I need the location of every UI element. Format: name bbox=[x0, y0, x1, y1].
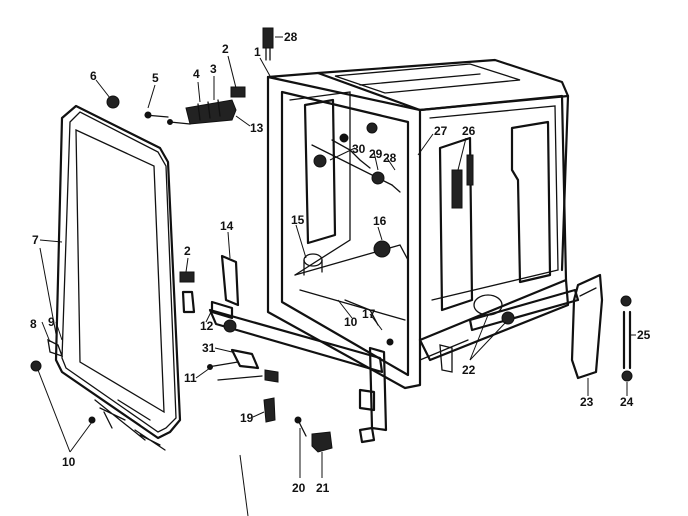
callout-10-mid: 10 bbox=[344, 315, 358, 329]
callout-11: 11 bbox=[184, 371, 197, 385]
callout-9: 9 bbox=[48, 315, 55, 329]
callout-4: 4 bbox=[193, 67, 200, 81]
callout-24: 24 bbox=[620, 395, 634, 409]
callout-23: 23 bbox=[580, 395, 594, 409]
clip-2-top bbox=[230, 86, 246, 98]
callout-6: 6 bbox=[90, 69, 97, 83]
spring-clip-31 bbox=[230, 348, 260, 370]
callout-14: 14 bbox=[220, 219, 234, 233]
callout-labels: 28 1 2 3 4 5 6 13 30 29 28 27 26 16 15 7… bbox=[30, 30, 651, 495]
callout-26: 26 bbox=[462, 124, 476, 138]
callout-12: 12 bbox=[200, 319, 214, 333]
callout-19: 19 bbox=[240, 411, 254, 425]
callout-28-mid: 28 bbox=[383, 151, 397, 165]
door-gasket bbox=[54, 104, 182, 451]
callout-27: 27 bbox=[434, 124, 448, 138]
bumper-6 bbox=[106, 95, 120, 109]
callout-31: 31 bbox=[202, 341, 216, 355]
side-bracket-23 bbox=[570, 273, 604, 380]
latch-19 bbox=[263, 397, 276, 423]
hinge-bar bbox=[208, 308, 384, 374]
clip-28-top bbox=[262, 27, 274, 49]
bracket-12 bbox=[181, 290, 196, 314]
callout-13: 13 bbox=[250, 121, 264, 135]
callout-21: 21 bbox=[316, 481, 330, 495]
callout-2-top: 2 bbox=[222, 42, 229, 56]
callout-3: 3 bbox=[210, 62, 217, 76]
clip-21 bbox=[311, 431, 333, 453]
spring-25 bbox=[622, 310, 632, 370]
callout-20: 20 bbox=[292, 481, 306, 495]
callout-1: 1 bbox=[254, 45, 261, 59]
side-parts bbox=[570, 273, 633, 382]
callout-10-bottom: 10 bbox=[62, 455, 76, 469]
callout-28-top: 28 bbox=[284, 30, 298, 44]
leader-lines bbox=[37, 36, 636, 516]
callout-2-mid: 2 bbox=[184, 244, 191, 258]
callout-22: 22 bbox=[462, 363, 476, 377]
dishwasher-tub bbox=[266, 58, 580, 390]
clip-2 bbox=[179, 271, 195, 283]
callout-15: 15 bbox=[291, 213, 305, 227]
callout-29: 29 bbox=[369, 147, 383, 161]
callout-5: 5 bbox=[152, 71, 159, 85]
callout-30: 30 bbox=[352, 142, 366, 156]
callout-16: 16 bbox=[373, 214, 387, 228]
hinge-bracket-parts bbox=[106, 27, 274, 125]
hinge-assembly bbox=[179, 254, 388, 453]
small-parts bbox=[30, 338, 113, 429]
callout-8: 8 bbox=[30, 317, 37, 331]
callout-7: 7 bbox=[32, 233, 39, 247]
grommet-24 bbox=[621, 370, 633, 382]
callout-17: 17 bbox=[362, 307, 376, 321]
bracket-3 bbox=[185, 99, 237, 125]
hinge-14 bbox=[220, 254, 240, 307]
callout-25: 25 bbox=[637, 328, 651, 342]
